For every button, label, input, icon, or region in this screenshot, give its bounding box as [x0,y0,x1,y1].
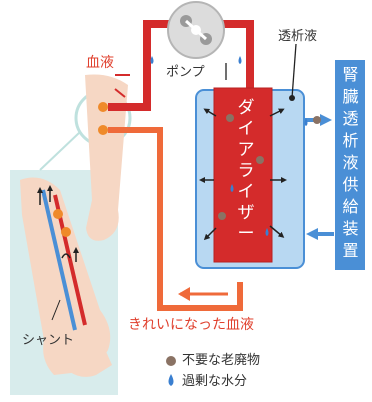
blood-tube-return [108,127,243,311]
water-legend-label: 過剰な水分 [182,374,248,389]
dialysate-label: 透析液 [278,29,318,44]
waste-legend-label: 不要な老廃物 [182,353,261,368]
vein [41,189,77,331]
blood-label: 血液 [86,55,114,71]
blood-tube-out [108,20,254,111]
upper-arm [85,74,128,241]
dialyzer [214,88,272,262]
pump-label: ポンプ [166,65,205,80]
water-legend-icon [168,374,174,386]
forearm [20,177,111,375]
clean-blood-label: きれいになった血液 [128,317,254,333]
shunt-label: シャント [22,333,75,348]
supply-device [335,60,365,270]
waste-legend-icon [166,356,176,366]
supply-label: 腎臓透析液供給装置 [342,65,359,260]
dialyzer-label: ダイアライザー [237,98,255,244]
